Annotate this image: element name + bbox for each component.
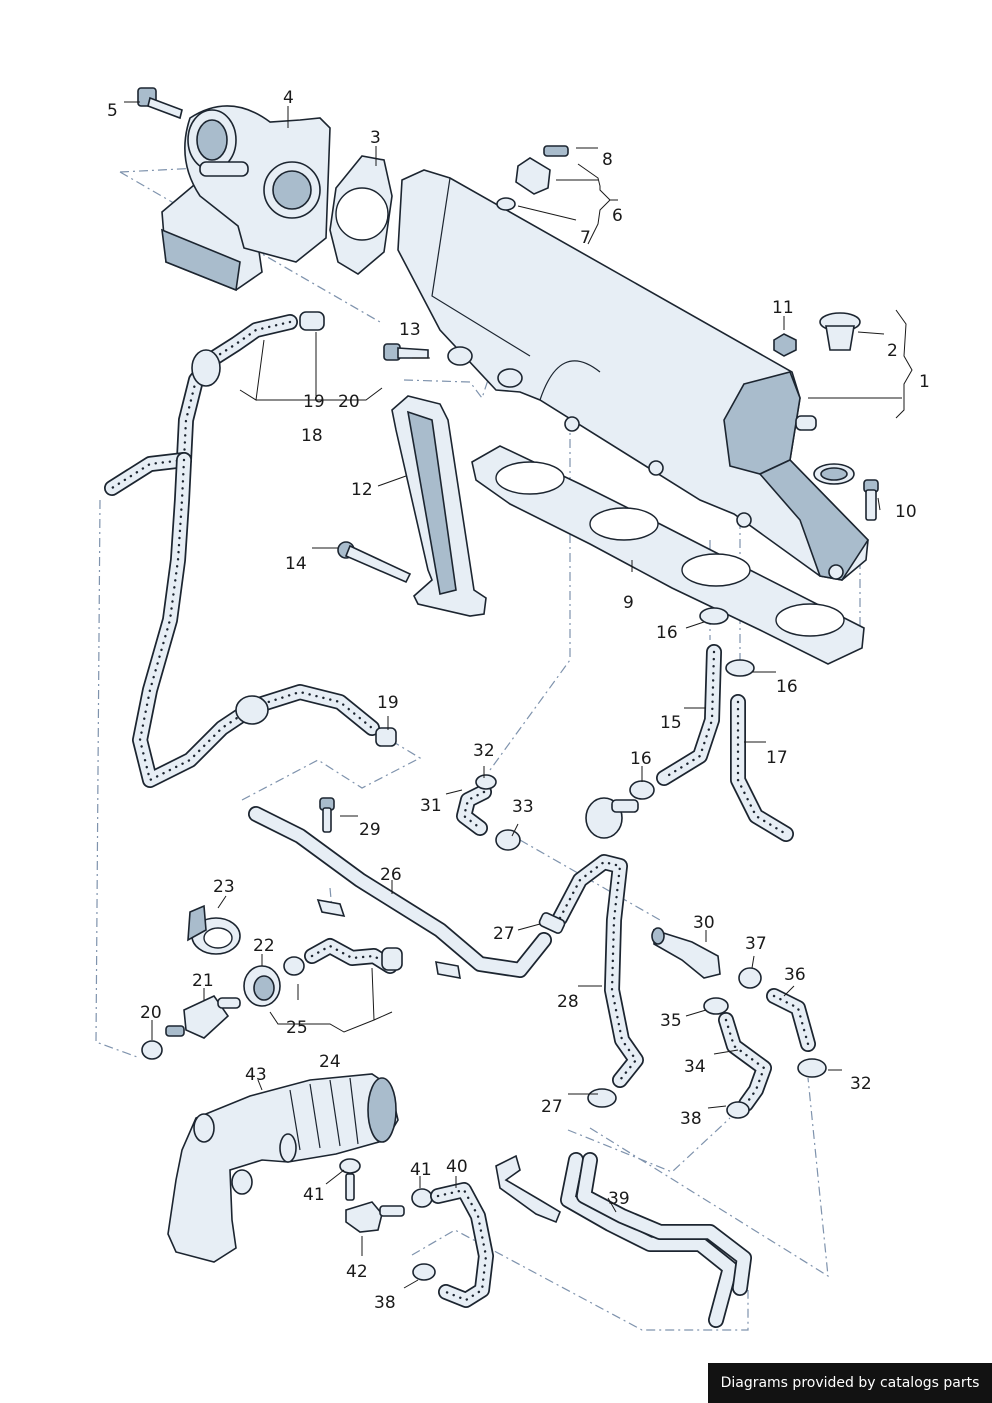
callout-15: 15 — [660, 713, 682, 733]
callout-1: 1 — [919, 372, 930, 392]
callout-18: 18 — [301, 426, 323, 446]
callout-4: 4 — [283, 88, 294, 108]
hose-31-part — [456, 774, 521, 851]
callout-10: 10 — [895, 502, 917, 522]
clamp-23-part — [187, 904, 241, 955]
throttle-body-part — [161, 105, 331, 292]
callout-43: 43 — [245, 1065, 267, 1085]
callout-41-a: 41 — [410, 1160, 432, 1180]
callout-26: 26 — [380, 865, 402, 885]
callout-38-a: 38 — [680, 1109, 702, 1129]
clamp-37-part — [738, 967, 762, 989]
bolt-29-part — [319, 797, 335, 833]
bracket-6-part — [496, 145, 569, 211]
callout-19-b: 19 — [377, 693, 399, 713]
callout-3: 3 — [370, 128, 381, 148]
callout-29: 29 — [359, 820, 381, 840]
bolt-14-part — [337, 541, 412, 584]
ring-22-part — [243, 965, 281, 1007]
hose-28-part — [552, 854, 644, 1088]
hose-34-part — [718, 1012, 772, 1119]
clamp-20b-part — [141, 1040, 163, 1060]
valve-21-part — [165, 994, 241, 1039]
callout-11: 11 — [772, 298, 794, 318]
callout-6: 6 — [612, 206, 623, 226]
callout-19-a: 19 — [303, 392, 325, 412]
callout-28: 28 — [557, 992, 579, 1012]
callout-42: 42 — [346, 1262, 368, 1282]
pipe-39-part — [495, 1152, 752, 1328]
callout-37: 37 — [745, 934, 767, 954]
callout-32-b: 32 — [850, 1074, 872, 1094]
callout-2: 2 — [887, 341, 898, 361]
gasket-3-part — [329, 155, 393, 275]
hose-36-part — [766, 988, 827, 1078]
callout-21: 21 — [192, 971, 214, 991]
valve-30-part — [651, 927, 721, 979]
clamps-16-part — [629, 607, 755, 800]
callout-22: 22 — [253, 936, 275, 956]
callout-32-a: 32 — [473, 741, 495, 761]
nut-11-part — [773, 333, 797, 357]
cap-2-part — [819, 312, 861, 351]
callout-16-b: 16 — [776, 677, 798, 697]
hose-15-part — [656, 644, 722, 786]
callout-16-a: 16 — [656, 623, 678, 643]
callout-23: 23 — [213, 877, 235, 897]
callout-5: 5 — [107, 101, 118, 121]
callout-27-b: 27 — [541, 1097, 563, 1117]
callout-17: 17 — [766, 748, 788, 768]
callout-16-c: 16 — [630, 749, 652, 769]
clamp-35-part — [703, 997, 729, 1015]
callout-8: 8 — [602, 150, 613, 170]
callout-30: 30 — [693, 913, 715, 933]
air-duct-24-part — [167, 1073, 399, 1263]
bolt-10-part — [863, 479, 879, 521]
callout-34: 34 — [684, 1057, 706, 1077]
pressure-valve-part — [585, 797, 639, 839]
callout-13: 13 — [399, 320, 421, 340]
callout-14: 14 — [285, 554, 307, 574]
callout-36: 36 — [784, 965, 806, 985]
callout-25: 25 — [286, 1018, 308, 1038]
callout-20-a: 20 — [338, 392, 360, 412]
callout-20-b: 20 — [140, 1003, 162, 1023]
pipe-26-part — [248, 806, 552, 979]
credit-banner: Diagrams provided by catalogs parts — [708, 1363, 992, 1403]
callout-12: 12 — [351, 480, 373, 500]
intake-manifold-part — [397, 169, 870, 581]
callout-27-a: 27 — [493, 924, 515, 944]
hose-25-part — [283, 938, 403, 976]
callout-24: 24 — [319, 1052, 341, 1072]
gasket-9-part — [471, 445, 865, 665]
callout-41-b: 41 — [303, 1185, 325, 1205]
callout-31: 31 — [420, 796, 442, 816]
bolt-5-part — [137, 87, 183, 120]
hose-40-part — [411, 1182, 494, 1308]
leader-lines — [124, 101, 913, 1289]
callout-40: 40 — [446, 1157, 468, 1177]
callout-33: 33 — [512, 797, 534, 817]
callout-7: 7 — [580, 228, 591, 248]
callout-35: 35 — [660, 1011, 682, 1031]
valve-42-part — [339, 1158, 405, 1233]
bracket-12-part — [391, 395, 487, 617]
callout-labels: 1 2 3 4 5 6 7 8 9 10 11 12 13 14 15 16 1… — [107, 88, 930, 1313]
callout-38-b: 38 — [374, 1293, 396, 1313]
callout-39: 39 — [608, 1189, 630, 1209]
hose-17-part — [730, 694, 794, 842]
breather-hose-18-part — [104, 311, 397, 788]
callout-9: 9 — [623, 593, 634, 613]
